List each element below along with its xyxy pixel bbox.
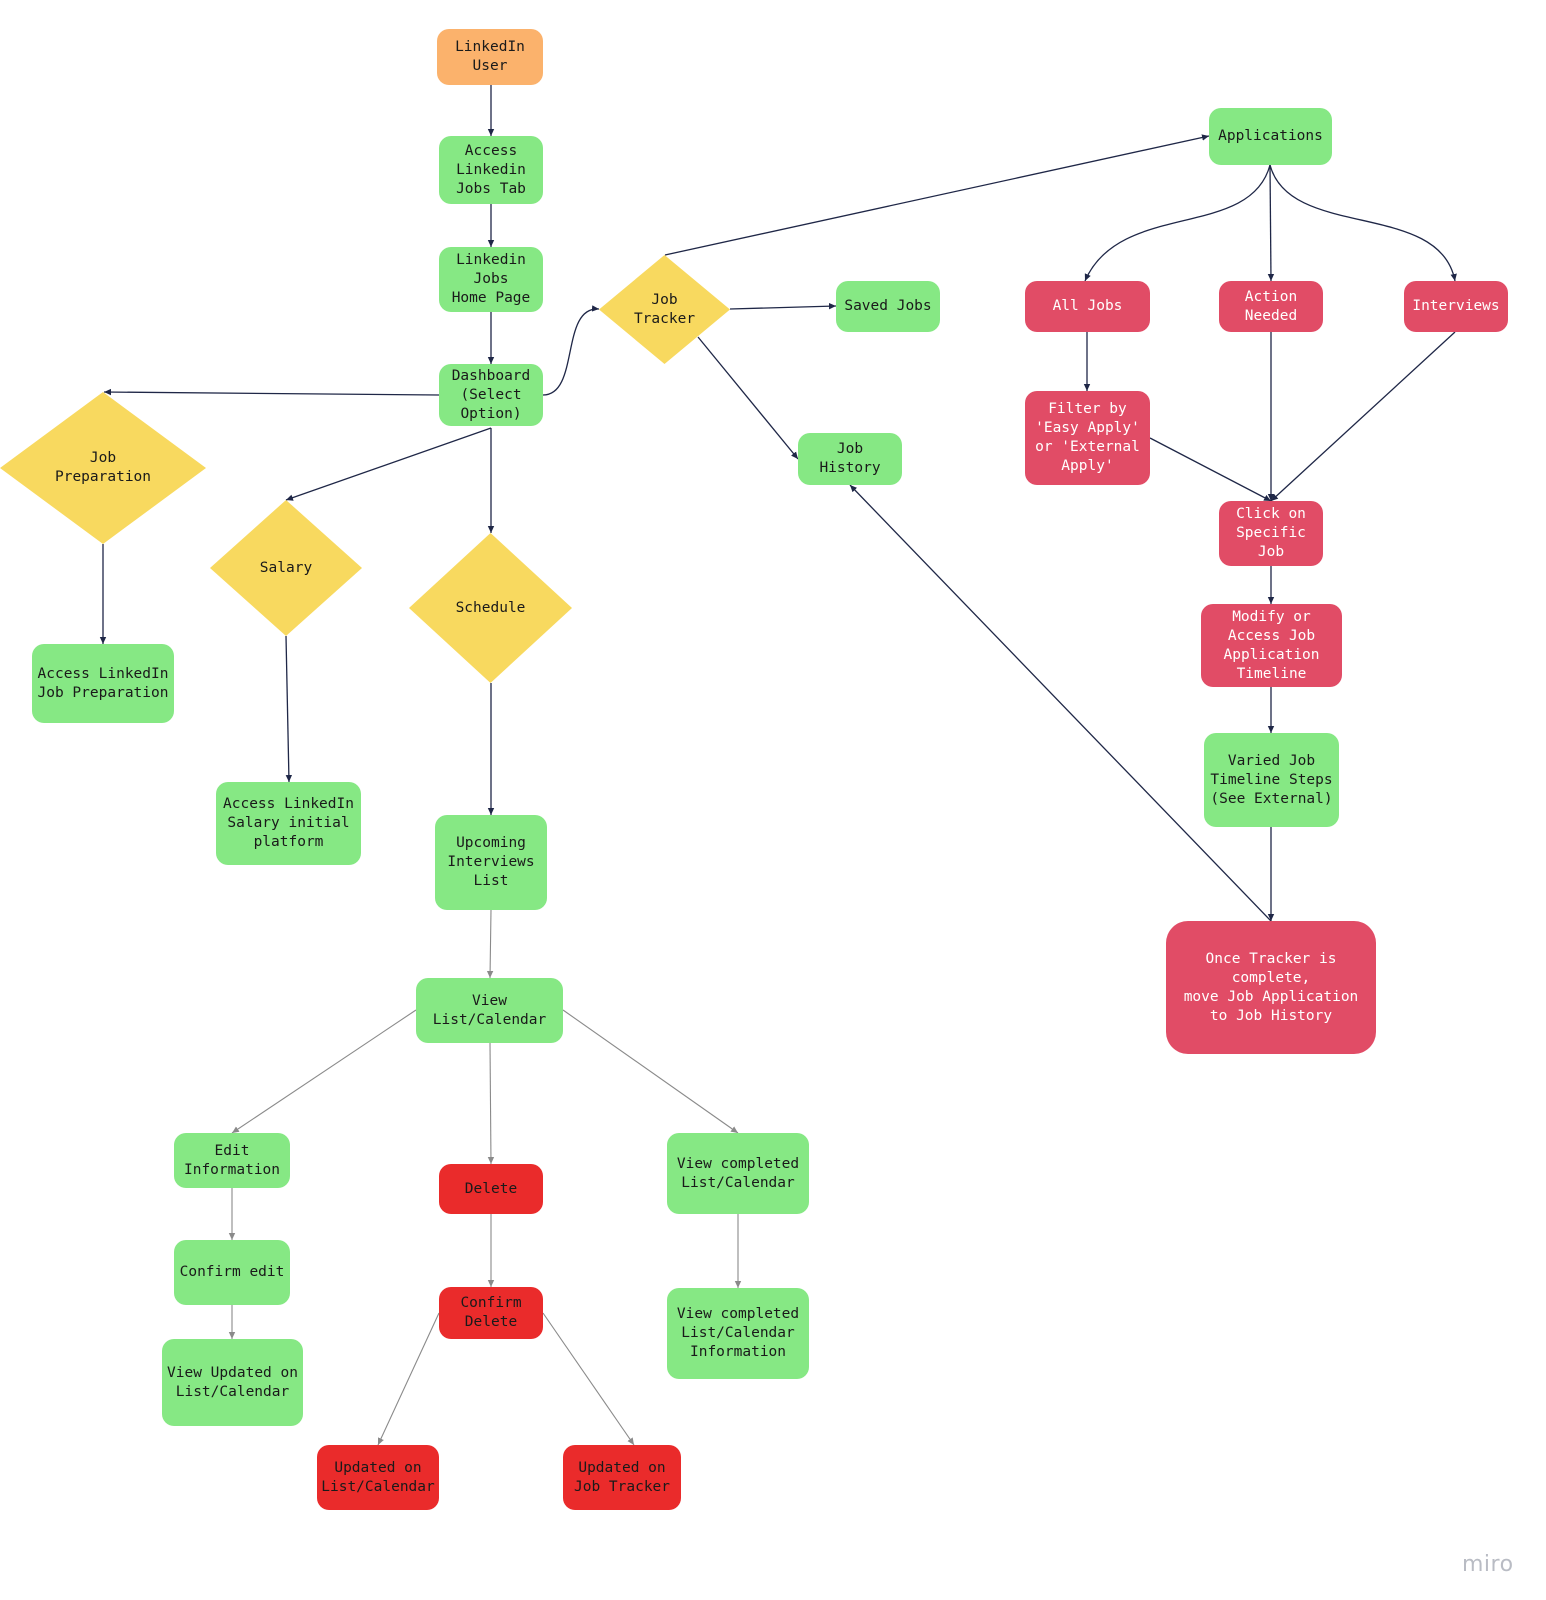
node-linkedin-user[interactable]: LinkedIn User	[437, 29, 543, 85]
node-saved-jobs[interactable]: Saved Jobs	[836, 281, 940, 332]
edge-upcoming-interviews-to-view-list-calendar	[486, 909, 494, 979]
decision-diamond-shape	[0, 392, 206, 544]
decision-label: Schedule	[455, 599, 526, 616]
decision-job-preparation[interactable]: Job Preparation	[0, 392, 206, 544]
node-click-specific-job[interactable]: Click on Specific Job	[1219, 501, 1323, 566]
node-edit-information[interactable]: Edit Information	[174, 1133, 290, 1188]
decision-label: Job Preparation	[54, 450, 152, 485]
node-confirm-edit[interactable]: Confirm edit	[174, 1240, 290, 1305]
node-access-salary[interactable]: Access LinkedIn Salary initial platform	[216, 782, 361, 865]
decision-salary[interactable]: Salary	[210, 500, 362, 636]
node-access-jobs-tab[interactable]: Access Linkedin Jobs Tab	[439, 136, 543, 204]
node-varied-steps[interactable]: Varied Job Timeline Steps (See External)	[1204, 733, 1339, 827]
edge-job-tracker-to-saved-jobs	[729, 302, 837, 310]
node-all-jobs[interactable]: All Jobs	[1025, 281, 1150, 332]
decision-diamond-shape	[210, 500, 362, 636]
node-modify-timeline[interactable]: Modify or Access Job Application Timelin…	[1201, 604, 1342, 687]
edge-job-tracker-to-applications	[664, 134, 1210, 256]
node-view-completed[interactable]: View completed List/Calendar	[667, 1133, 809, 1214]
edge-job-tracker-to-job-history	[697, 336, 799, 460]
decision-label: Job Tracker	[633, 291, 696, 327]
decision-diamond-shape	[599, 255, 730, 364]
node-upcoming-interviews[interactable]: Upcoming Interviews List	[435, 815, 547, 910]
node-filter-apply[interactable]: Filter by 'Easy Apply' or 'External Appl…	[1025, 391, 1150, 485]
edge-view-list-calendar-to-edit-information	[231, 1009, 417, 1134]
edge-dashboard-to-job-tracker	[542, 305, 600, 396]
edge-applications-to-action-needed	[1267, 164, 1275, 282]
node-dashboard[interactable]: Dashboard (Select Option)	[439, 364, 543, 426]
edge-salary-to-access-salary	[285, 635, 293, 783]
edge-filter-apply-to-click-specific-job	[1149, 437, 1272, 502]
decision-schedule[interactable]: Schedule	[409, 533, 572, 683]
edge-interviews-to-click-specific-job	[1270, 331, 1456, 502]
node-updated-list[interactable]: Updated on List/Calendar	[317, 1445, 439, 1510]
edge-view-list-calendar-to-view-completed	[562, 1009, 739, 1134]
node-action-needed[interactable]: Action Needed	[1219, 281, 1323, 332]
node-view-completed-info[interactable]: View completed List/Calendar Information	[667, 1288, 809, 1379]
node-jobs-home[interactable]: Linkedin Jobs Home Page	[439, 247, 543, 312]
node-updated-tracker[interactable]: Updated on Job Tracker	[563, 1445, 681, 1510]
diamond-fill	[0, 392, 206, 544]
diamond-fill	[409, 533, 572, 683]
edge-confirm-delete-to-updated-list	[377, 1312, 440, 1446]
edge-dashboard-to-salary	[285, 427, 492, 501]
edge-applications-to-all-jobs	[1084, 164, 1271, 282]
node-applications[interactable]: Applications	[1209, 108, 1332, 165]
decision-label: Salary	[259, 559, 313, 576]
edge-view-list-calendar-to-delete	[487, 1042, 495, 1165]
diamond-fill	[599, 255, 730, 364]
node-tracker-complete[interactable]: Once Tracker is complete, move Job Appli…	[1166, 921, 1376, 1054]
node-interviews[interactable]: Interviews	[1404, 281, 1508, 332]
edge-dashboard-to-job-preparation	[103, 388, 440, 396]
miro-logo: miro	[1462, 1552, 1514, 1577]
node-access-job-prep[interactable]: Access LinkedIn Job Preparation	[32, 644, 174, 723]
node-delete[interactable]: Delete	[439, 1164, 543, 1214]
node-confirm-delete[interactable]: Confirm Delete	[439, 1287, 543, 1339]
diamond-fill	[210, 500, 362, 636]
edge-tracker-complete-to-job-history	[849, 484, 1272, 922]
edge-applications-to-interviews	[1269, 164, 1457, 282]
decision-diamond-shape	[409, 533, 572, 683]
node-view-updated[interactable]: View Updated on List/Calendar	[162, 1339, 303, 1426]
edge-confirm-delete-to-updated-tracker	[542, 1312, 635, 1446]
decision-job-tracker[interactable]: Job Tracker	[599, 255, 730, 364]
node-view-list-calendar[interactable]: View List/Calendar	[416, 978, 563, 1043]
node-job-history[interactable]: Job History	[798, 433, 902, 485]
